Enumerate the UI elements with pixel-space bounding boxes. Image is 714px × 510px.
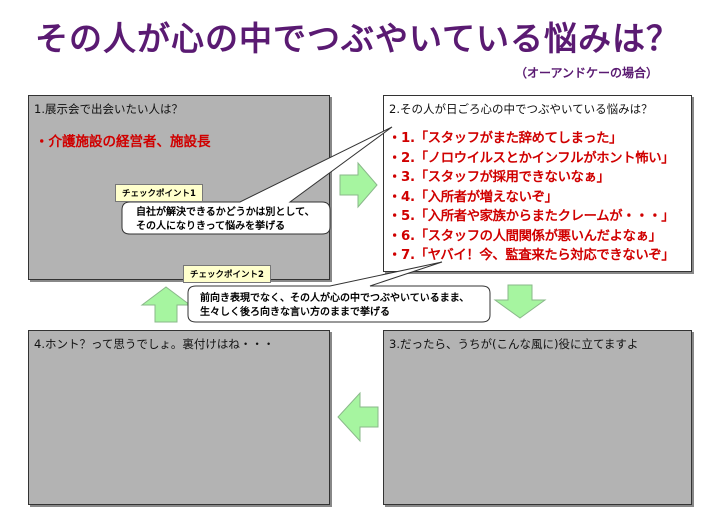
list-item: ・3.「スタッフが採用できないなぁ」 (388, 170, 610, 185)
checkpoint2-line1: 前向き表現でなく、その人が心の中でつぶやいているまま、 (200, 293, 470, 304)
step3-box: 3.だったら、うちが(こんな風に)役に立てますよ (383, 330, 692, 505)
checkpoint1-text: 自社が解決できるかどうかは別として、 その人になりきって悩みを挙げる (124, 203, 327, 237)
step1-heading: 1.展示会で出会いたい人は？ (34, 102, 183, 116)
step4-heading: 4.ホント？って思うでしょ。裏付けはね・・・ (34, 337, 275, 351)
step3-heading: 3.だったら、うちが(こんな風に)役に立てますよ (389, 337, 639, 351)
list-item: ・7.「ヤバイ！今、監査来たら対応できないぞ」 (388, 248, 675, 263)
checkpoint2-line2: 生々しく後ろ向きな言い方のままで挙げる (200, 307, 390, 318)
checkpoint1-tag: チェックポイント1 (115, 184, 203, 202)
list-item: ・1.「スタッフがまた辞めてしまった」 (388, 131, 623, 146)
step2-heading: 2.その人が日ごろ心の中でつぶやいている悩みは？ (389, 102, 653, 116)
list-item: ・6.「スタッフの人間関係が悪いんだよなぁ」 (388, 228, 662, 244)
page-subtitle: （オーアンドケーの場合） (515, 66, 659, 80)
checkpoint2-tag: チェックポイント2 (183, 265, 271, 283)
list-item: ・5.「入所者や家族からまたクレームが・・・」 (388, 209, 675, 224)
checkpoint1-line1: 自社が解決できるかどうかは別として、 (136, 207, 315, 218)
step1-item: ・介護施設の経営者、施設長 (35, 134, 211, 150)
callout1-bubble (121, 126, 393, 235)
arrow-right-icon (339, 161, 378, 209)
callout2-bubble (187, 261, 491, 323)
arrow-down-icon (493, 284, 547, 319)
arrow-left-icon (337, 391, 379, 443)
arrow-up-icon (140, 286, 192, 323)
step4-box: 4.ホント？って思うでしょ。裏付けはね・・・ (28, 330, 330, 505)
step2-box: 2.その人が日ごろ心の中でつぶやいている悩みは？ ・1.「スタッフがまた辞めてし… (383, 95, 692, 272)
checkpoint1-line2: その人になりきって悩みを挙げる (136, 221, 286, 232)
list-item: ・2.「ノロウイルスとかインフルがホント怖い」 (388, 150, 675, 166)
page-title: その人が心の中でつぶやいている悩みは？ (35, 19, 681, 58)
checkpoint2-text: 前向き表現でなく、その人が心の中でつぶやいているまま、 生々しく後ろ向きな言い方… (188, 289, 481, 323)
worry-list: ・1.「スタッフがまた辞めてしまった」 ・2.「ノロウイルスとかインフルがホント… (388, 129, 675, 266)
list-item: ・4.「入所者が増えないぞ」 (388, 189, 558, 205)
